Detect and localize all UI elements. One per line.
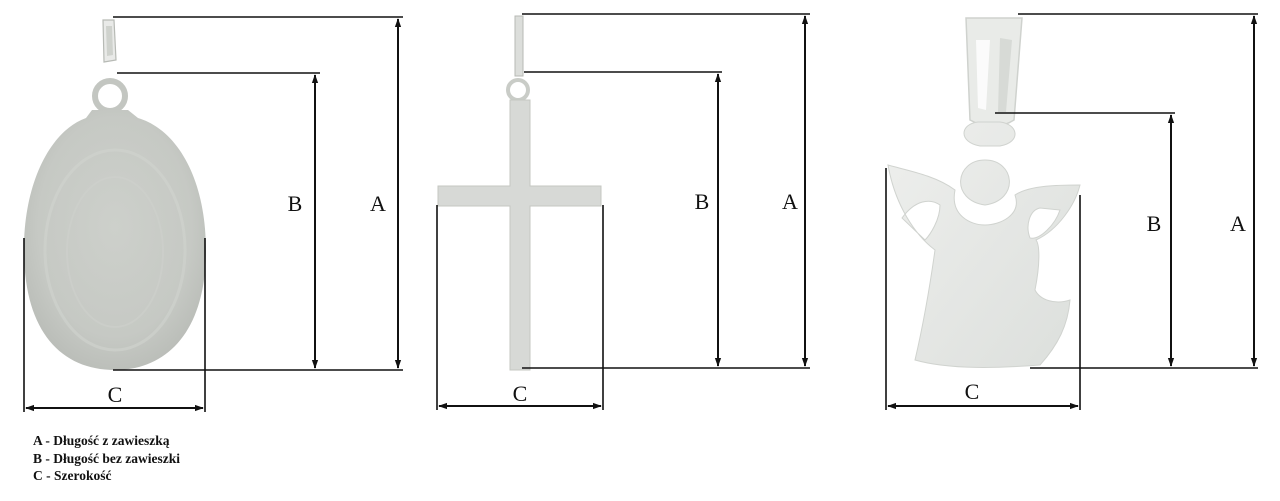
oval-dim-a-extension: [113, 16, 403, 371]
cross-dim-a-extension: [522, 13, 810, 369]
cross-bail: [514, 15, 524, 77]
angel-dim-a-extension: [1018, 13, 1258, 369]
cross-dim-c-extension: [436, 205, 604, 410]
cross-body: [437, 99, 602, 371]
angel-bail: [965, 17, 1023, 127]
oval-label-b: B: [288, 191, 303, 216]
angel-label-a: A: [1230, 211, 1246, 236]
legend-item-c: C - Szerokość: [33, 468, 112, 483]
legend-item-b: B - Długość bez zawieszki: [33, 450, 180, 466]
oval-label-a: A: [370, 191, 386, 216]
cross-label-a: A: [782, 189, 798, 214]
oval-dim-c-extension: [23, 238, 206, 412]
cross-label-b: B: [695, 189, 710, 214]
angel-pendant: [887, 17, 1081, 368]
angel-dim-c-extension: [885, 168, 1081, 410]
dimension-legend: A - Długość z zawieszką B - Długość bez …: [33, 432, 180, 485]
angel-label-c: C: [965, 379, 980, 404]
angel-body: [887, 121, 1081, 368]
legend-item-a: A - Długość z zawieszką: [33, 433, 170, 448]
cross-pendant: [437, 15, 602, 371]
cross-label-c: C: [513, 381, 528, 406]
oval-label-c: C: [108, 382, 123, 407]
oval-pendant: [24, 19, 206, 370]
angel-label-b: B: [1147, 211, 1162, 236]
oval-bail: [92, 19, 128, 114]
